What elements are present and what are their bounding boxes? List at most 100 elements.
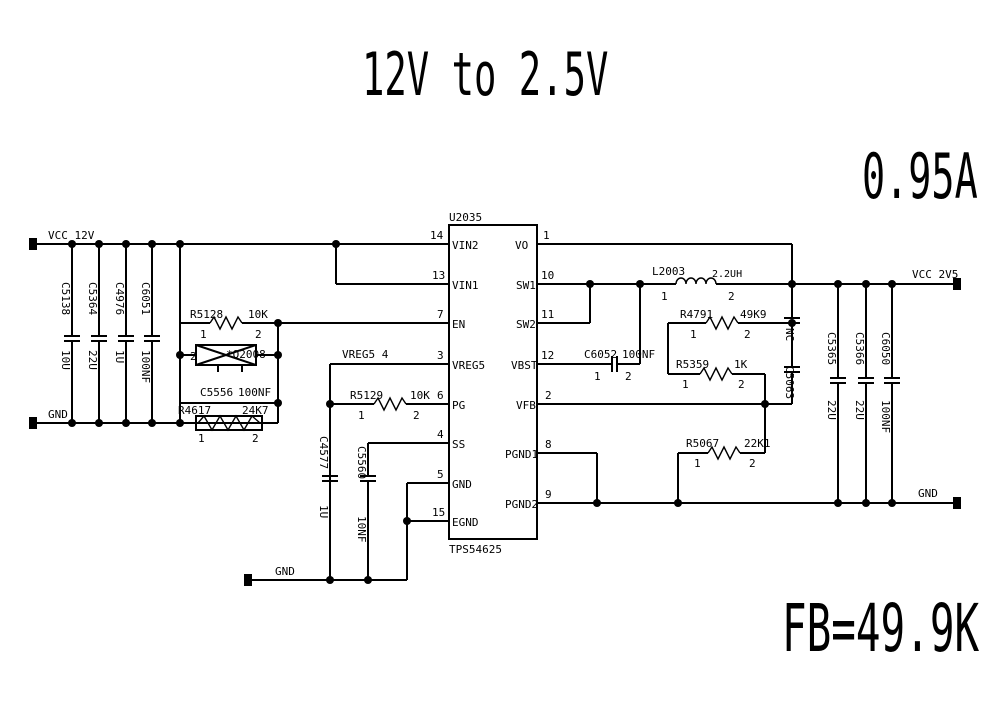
r5129-value: 10K: [410, 389, 430, 402]
svg-text:1: 1: [682, 378, 689, 391]
gnd-port-left: [29, 417, 37, 429]
svg-text:VFB: VFB: [516, 399, 536, 412]
q2008-ref: *Q2008: [226, 348, 266, 361]
input-capacitors: C5138 10U C5364 22U C4976 1U C6051 100NF: [59, 244, 160, 423]
svg-text:1: 1: [594, 370, 601, 383]
svg-text:5: 5: [437, 468, 444, 481]
svg-text:14: 14: [430, 229, 444, 242]
svg-text:1: 1: [661, 290, 668, 303]
r4791-ref: R4791: [680, 308, 713, 321]
svg-text:1: 1: [694, 457, 701, 470]
ic-pin-vo: 1 VO: [515, 229, 792, 252]
r5067-value: 22K1: [744, 437, 771, 450]
r5128-ref: R5128: [190, 308, 223, 321]
svg-text:1U: 1U: [113, 350, 126, 363]
input-rails: VCC 12V GND: [29, 229, 337, 429]
svg-text:C5364: C5364: [86, 282, 99, 315]
svg-text:C5366: C5366: [853, 332, 866, 365]
svg-text:100NF: 100NF: [879, 400, 892, 433]
svg-text:2: 2: [728, 290, 735, 303]
net-gnd-bottom: GND: [275, 565, 295, 578]
svg-text:7: 7: [437, 308, 444, 321]
svg-text:VBST: VBST: [511, 359, 538, 372]
input-cap-0: C5138 10U: [59, 244, 80, 423]
svg-text:PGND2: PGND2: [505, 498, 538, 511]
c6052-value: 100NF: [622, 348, 655, 361]
output-current: 0.95A: [862, 140, 978, 213]
net-gnd-left: GND: [48, 408, 68, 421]
svg-text:PG: PG: [452, 399, 465, 412]
gnd-port-bottom: [244, 574, 252, 586]
output-cap-0: C5365 22U: [825, 284, 846, 503]
svg-text:VIN1: VIN1: [452, 279, 479, 292]
svg-text:2: 2: [190, 350, 197, 363]
svg-text:VIN2: VIN2: [452, 239, 479, 252]
vcc2v5-port: [953, 278, 961, 290]
svg-text:11: 11: [541, 308, 554, 321]
svg-text:9: 9: [545, 488, 552, 501]
svg-text:C5138: C5138: [59, 282, 72, 315]
svg-text:10: 10: [541, 269, 554, 282]
svg-text:1: 1: [200, 328, 207, 341]
svg-text:GND: GND: [452, 478, 472, 491]
ic-pin-vin2: 14 VIN2: [334, 229, 479, 252]
aux-network: VREG5 4 R5129 10K 1 2 C4577 1U C5560 10N…: [244, 348, 430, 586]
r5128-value: 10K: [248, 308, 268, 321]
svg-text:4: 4: [437, 428, 444, 441]
svg-text:1: 1: [543, 229, 550, 242]
ic-part: TPS54625: [449, 543, 502, 556]
svg-text:VREG5: VREG5: [452, 359, 485, 372]
ic-pin-vreg5: 3 VREG5: [330, 349, 485, 372]
input-cap-2: C4976 1U: [113, 244, 134, 423]
c5560-value: 10NF: [355, 516, 368, 543]
svg-text:6: 6: [437, 389, 444, 402]
svg-text:2: 2: [255, 328, 262, 341]
output-capacitors: C5365 22U C5366 22U C6050 100NF VCC 2V5 …: [825, 268, 961, 509]
c5560-ref: C5560: [355, 446, 368, 479]
ic-u2035: U2035 TPS54625 14 VIN2 13 VIN1 7 EN 3 VR…: [278, 211, 792, 556]
svg-text:SW2: SW2: [516, 318, 536, 331]
c5063-ref: C5063: [783, 366, 796, 399]
ic-ref: U2035: [449, 211, 482, 224]
svg-text:2: 2: [738, 378, 745, 391]
c4577-ref: C4577: [317, 436, 330, 469]
svg-text:C5365: C5365: [825, 332, 838, 365]
svg-text:VO: VO: [515, 239, 528, 252]
ic-pin-ss: 4 SS: [368, 428, 465, 451]
svg-text:22U: 22U: [825, 400, 838, 420]
ic-pin-gnd: 5 GND: [407, 468, 472, 491]
r5129-ref: R5129: [350, 389, 383, 402]
ic-pin-vin1: 13 VIN1: [336, 269, 479, 292]
svg-text:15: 15: [432, 506, 445, 519]
svg-text:2: 2: [749, 457, 756, 470]
junction-dots: [68, 240, 896, 584]
svg-text:C6051: C6051: [139, 282, 152, 315]
ic-pin-en: 7 EN: [278, 308, 465, 331]
svg-text:SS: SS: [452, 438, 465, 451]
title: 12V to 2.5V: [362, 40, 609, 110]
svg-text:PGND1: PGND1: [505, 448, 538, 461]
svg-text:1: 1: [358, 409, 365, 422]
r4791-value: 49K9: [740, 308, 767, 321]
net-vcc2v5: VCC 2V5: [912, 268, 958, 281]
r5359-value: 1K: [734, 358, 748, 371]
l2003-value: 2.2UH: [712, 269, 742, 280]
svg-text:1: 1: [690, 328, 697, 341]
ic-pin-sw1: 10 SW1: [516, 269, 640, 292]
output-cap-2: C6050 100NF: [879, 284, 900, 503]
r4617-value: 24K7: [242, 404, 269, 417]
r4617-ref: R4617: [178, 404, 211, 417]
net-vcc12v: VCC 12V: [48, 229, 95, 242]
r5067-ref: R5067: [686, 437, 719, 450]
c6052-ref: C6052: [584, 348, 617, 361]
c5556-ref: C5556: [200, 386, 233, 399]
c4577-value: 1U: [317, 505, 330, 518]
svg-text:1: 1: [198, 432, 205, 445]
l2003-ref: L2003: [652, 265, 685, 278]
ic-pin-egnd: 15 EGND: [407, 506, 479, 529]
ic-pin-pg: 6 PG: [418, 389, 465, 412]
svg-text:C6050: C6050: [879, 332, 892, 365]
net-vreg5: VREG5 4: [342, 348, 389, 361]
svg-text:22U: 22U: [853, 400, 866, 420]
